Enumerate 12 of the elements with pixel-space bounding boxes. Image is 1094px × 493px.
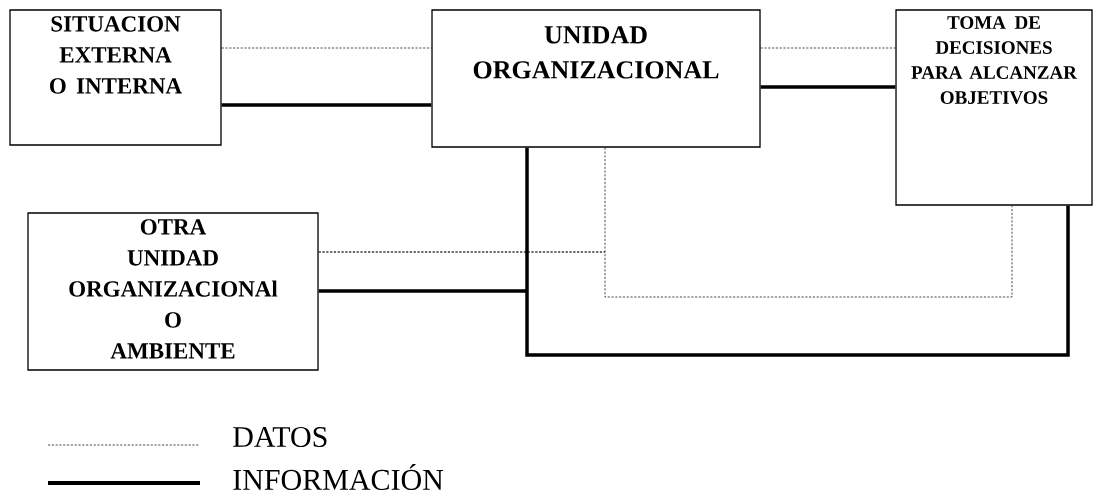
connector-line xyxy=(221,47,432,49)
connector-line xyxy=(760,47,896,49)
process-box: UNIDAD ORGANIZACIONAL xyxy=(431,9,761,148)
connector-line xyxy=(760,85,896,89)
connector-line xyxy=(221,103,432,107)
legend-label: INFORMACIÓN xyxy=(233,464,444,491)
process-box: SITUACION EXTERNA O INTERNA xyxy=(9,9,222,146)
process-box: TOMA DE DECISIONES PARA ALCANZAR OBJETIVOS xyxy=(895,9,1093,206)
connector-line xyxy=(318,147,1013,298)
connector-line xyxy=(316,145,1070,357)
process-box: OTRA UNIDAD ORGANIZACIONAl O AMBIENTE xyxy=(27,212,319,371)
legend-label: DATOS xyxy=(233,426,327,448)
